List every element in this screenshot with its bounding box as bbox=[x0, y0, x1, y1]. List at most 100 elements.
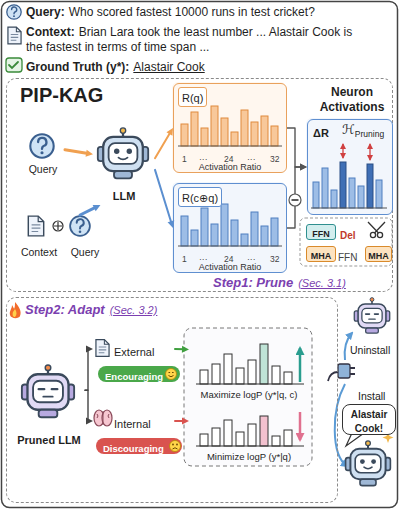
encouraging-tag bbox=[169, 376, 174, 377]
text-label: R(q) bbox=[182, 92, 203, 104]
label-group: PIP-KAG bbox=[20, 84, 103, 107]
activation-chart-cq bbox=[251, 212, 258, 246]
label-group: 1 bbox=[182, 248, 187, 266]
minimize-chart bbox=[260, 416, 268, 446]
minus-sign bbox=[289, 194, 301, 206]
activation-chart-q bbox=[221, 118, 228, 146]
plug-icon bbox=[328, 372, 338, 381]
activation-chart-cq bbox=[172, 182, 286, 272]
discouraging-tag bbox=[170, 441, 181, 452]
text-group: Encouraging bbox=[105, 369, 163, 383]
pruned-robot bbox=[22, 365, 74, 417]
context-query-icons bbox=[28, 216, 43, 236]
text-label: Who scored fastest 10000 runs in test cr… bbox=[69, 5, 315, 19]
text-label: ··· bbox=[247, 154, 256, 164]
delta-chart bbox=[322, 168, 328, 208]
text-group: External bbox=[114, 342, 154, 360]
label-group: ··· bbox=[199, 148, 208, 166]
maximize-chart bbox=[212, 364, 220, 384]
final-robot bbox=[346, 441, 391, 486]
label-group: Del bbox=[340, 225, 356, 243]
text-label: Alastair Cook! bbox=[351, 409, 388, 434]
label-group: Ground Truth (y*):Alastair Cook bbox=[26, 60, 205, 75]
minus-sign bbox=[292, 199, 299, 201]
label-group: 24 bbox=[224, 148, 233, 166]
text-label: 1 bbox=[182, 254, 187, 264]
connector bbox=[287, 164, 307, 229]
arrowhead bbox=[86, 150, 93, 157]
label-group: FFN bbox=[338, 247, 357, 265]
maximize-chart bbox=[224, 354, 232, 384]
text-group: Step1: Prune(Sec. 3.1) bbox=[213, 275, 346, 290]
activation-chart-q bbox=[251, 122, 258, 146]
maximize-chart bbox=[196, 344, 304, 384]
delta-chart bbox=[306, 118, 392, 214]
connector bbox=[80, 205, 100, 215]
module-box bbox=[300, 218, 392, 266]
context-icon bbox=[8, 27, 21, 44]
discouraging-tag bbox=[96, 438, 182, 454]
maximize-chart bbox=[299, 348, 302, 382]
text-label: PIP-KAG bbox=[20, 84, 103, 106]
text-label: Alastair Cook bbox=[133, 60, 204, 74]
text-label: Discouraging bbox=[103, 443, 164, 454]
ground-truth-icon bbox=[6, 58, 22, 72]
encouraging-tag bbox=[98, 366, 180, 382]
query-node: Query bbox=[21, 131, 65, 178]
llm-node: LLM bbox=[93, 127, 155, 205]
minimize-chart bbox=[212, 428, 220, 446]
context-query-icons bbox=[53, 221, 63, 231]
activation-chart-cq bbox=[231, 220, 238, 246]
connector-line bbox=[155, 170, 172, 223]
label-group: Context:Brian Lara took the least number… bbox=[26, 25, 361, 55]
label-group: 1 bbox=[182, 148, 187, 166]
maximize-chart bbox=[272, 366, 280, 384]
objective-box bbox=[184, 328, 312, 466]
llm-robot bbox=[98, 128, 148, 178]
activation-chart-q bbox=[241, 110, 248, 146]
connector bbox=[175, 346, 189, 353]
connector-line bbox=[287, 128, 302, 167]
activation-chart-cq bbox=[191, 230, 198, 246]
connector bbox=[155, 128, 173, 158]
text-label: Query bbox=[71, 246, 100, 258]
maximize-chart bbox=[248, 360, 256, 384]
maximize-chart bbox=[236, 368, 244, 384]
activation-chart-q bbox=[261, 116, 268, 146]
external-doc-icon bbox=[96, 340, 109, 357]
label-group: 32 bbox=[270, 248, 279, 266]
text-group: MHA bbox=[366, 248, 391, 262]
final-robot bbox=[346, 441, 391, 486]
fire-icon bbox=[10, 302, 21, 318]
text-label: Pruned LLM bbox=[17, 434, 81, 446]
text-group: Pruned LLM bbox=[13, 430, 85, 448]
text-label: FFN bbox=[338, 252, 357, 263]
text-label: Install bbox=[358, 390, 385, 402]
fire-icon bbox=[10, 302, 21, 318]
text-label: Context: bbox=[26, 25, 75, 39]
text-group: Minimize logP (y*|q) bbox=[189, 449, 309, 462]
arrowhead bbox=[166, 128, 173, 136]
delta-chart bbox=[367, 164, 373, 208]
arrowhead bbox=[86, 418, 93, 425]
minimize-chart bbox=[284, 430, 292, 446]
maximize-chart bbox=[260, 344, 268, 384]
label-group: Install bbox=[358, 386, 385, 404]
query-icon bbox=[7, 5, 21, 19]
context-query-node: ContextQuery bbox=[11, 215, 107, 261]
label-group: ··· bbox=[247, 148, 256, 166]
arrowhead bbox=[93, 205, 101, 211]
activation-chart-q bbox=[172, 82, 286, 172]
text-label: Minimize logP (y*|q) bbox=[207, 451, 291, 462]
uninstalled-robot bbox=[354, 298, 389, 333]
text-label: Query: bbox=[26, 5, 65, 19]
activation-chart-q bbox=[231, 132, 238, 146]
text-group: Query bbox=[21, 159, 65, 177]
activation-chart-cq bbox=[181, 204, 278, 246]
discouraging-tag bbox=[176, 444, 178, 446]
encouraging-tag bbox=[98, 366, 180, 382]
chart-box: ΔRℋPruning bbox=[307, 119, 393, 215]
minimize-chart bbox=[272, 436, 280, 446]
label-group: Query: Who scored fastest 10000 runs in t… bbox=[26, 5, 315, 20]
